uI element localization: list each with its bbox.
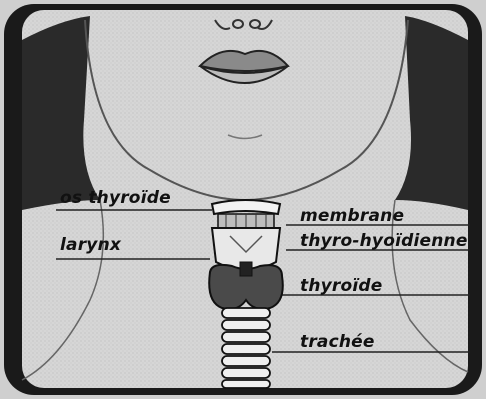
trachea — [222, 308, 270, 388]
hyoid-bone — [212, 200, 280, 214]
label-thyroide: thyroïde — [300, 276, 383, 296]
label-membrane: membrane — [300, 206, 404, 226]
label-larynx: larynx — [60, 235, 121, 255]
label-thyro-hyoidienne: thyro-hyoïdienne — [300, 231, 468, 251]
label-os-thyroide: os thyroïde — [60, 188, 171, 208]
label-trachee: trachée — [300, 332, 375, 352]
